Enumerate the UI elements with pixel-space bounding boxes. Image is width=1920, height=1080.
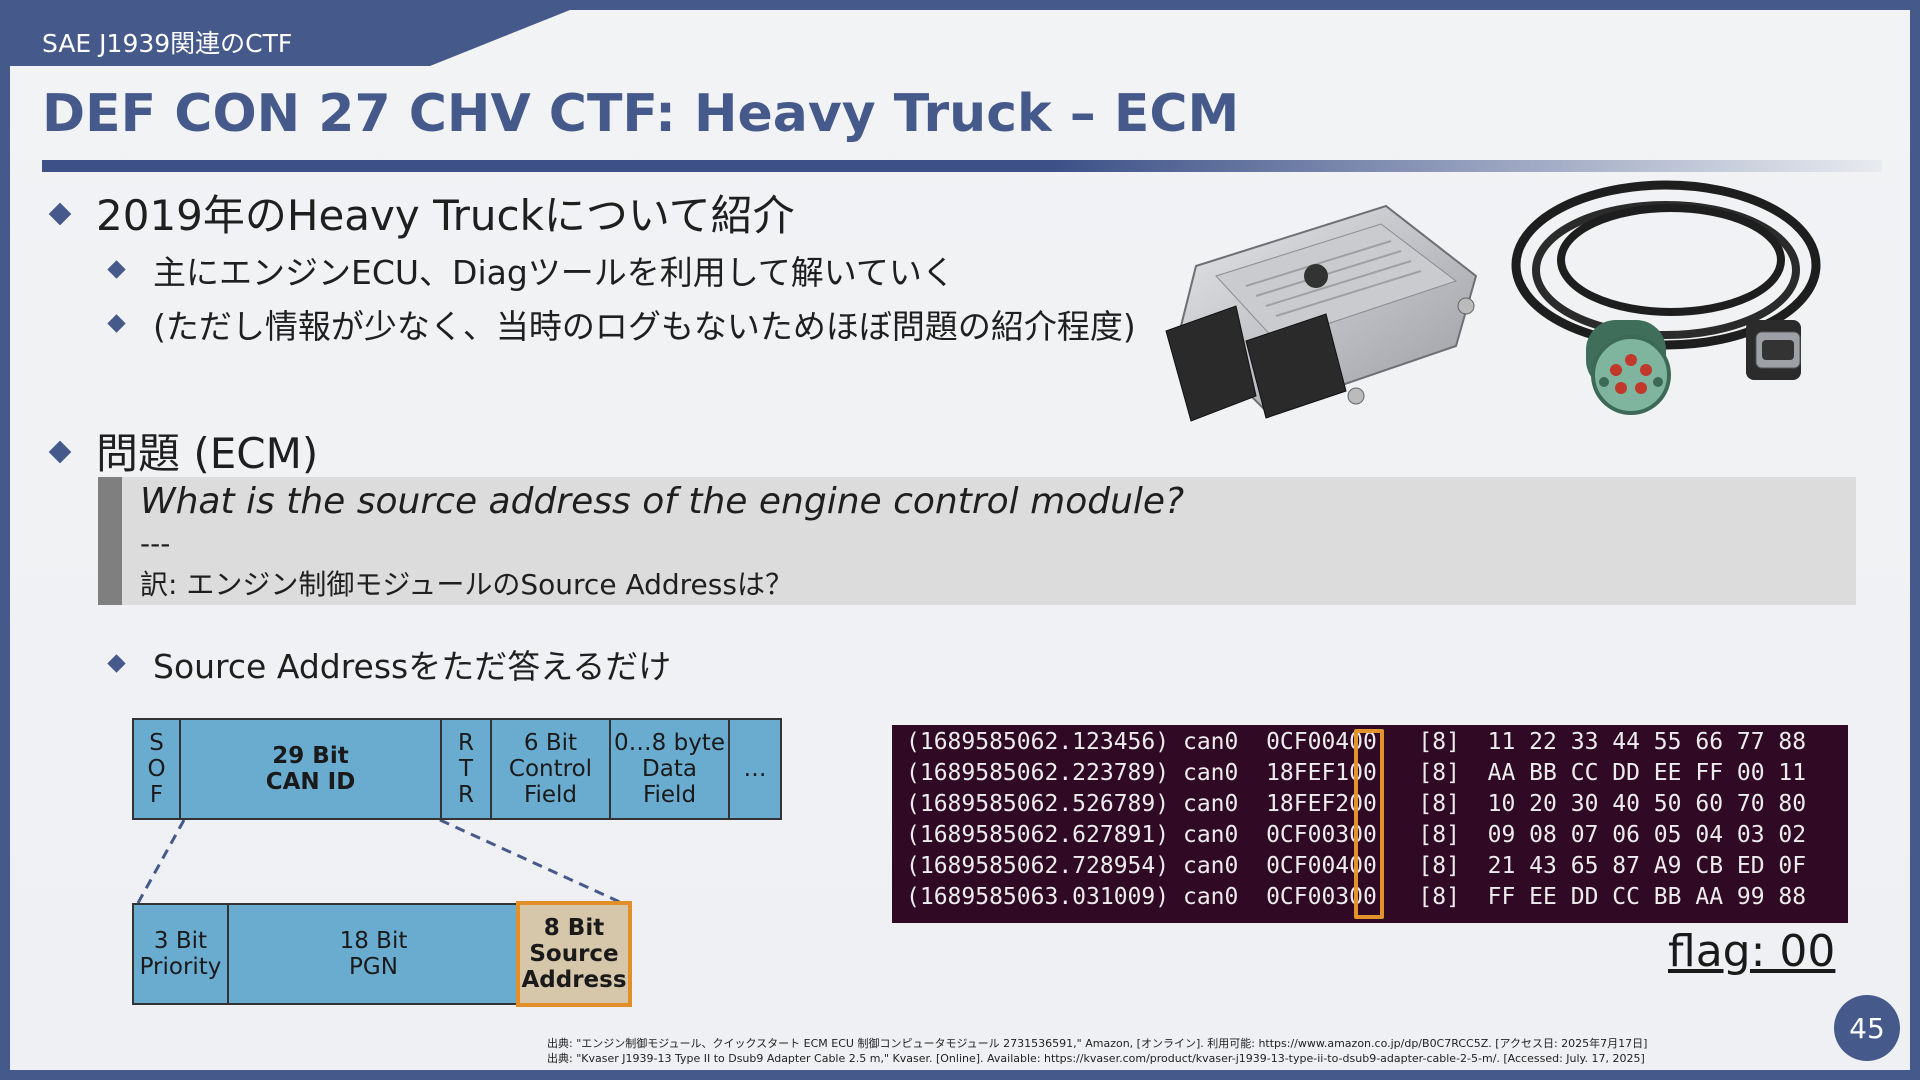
log-data-bytes: 11 22 33 44 55 66 77 88 [1487,729,1807,755]
page-number: 45 [1834,995,1900,1061]
section-label: SAE J1939関連のCTF [42,29,293,58]
log-timestamp: (1689585062.223789) [906,760,1170,786]
problem-quote-box: What is the source address of the engine… [98,477,1856,605]
log-length: [8] [1418,884,1460,910]
log-length: [8] [1418,729,1460,755]
log-interface: can0 [1182,853,1239,879]
intro-sub-bullet-1: 主にエンジンECU、Diagツールを利用して解いていく [153,253,955,292]
log-data-bytes: 09 08 07 06 05 04 03 02 [1487,822,1807,848]
log-can-id: 18FEF200 [1266,791,1377,817]
slide-body: SAE J1939関連のCTF DEF CON 27 CHV CTF: Heav… [10,10,1910,1070]
log-timestamp: (1689585062.526789) [906,791,1170,817]
ecu-module-image [1165,204,1478,422]
intro-bullet: 2019年のHeavy Truckについて紹介 [96,191,795,240]
log-row: (1689585062.728954) can0 0CF00400 [8] 21… [906,851,1806,881]
field-more: … [728,718,782,820]
flag-answer: flag: 00 [1668,926,1836,977]
log-timestamp: (1689585062.627891) [906,822,1170,848]
question-english: What is the source address of the engine… [140,481,1185,522]
log-length: [8] [1418,760,1460,786]
log-row: (1689585063.031009) can0 0CF00300 [8] FF… [906,882,1806,912]
log-data-bytes: 21 43 65 87 A9 CB ED 0F [1487,853,1807,879]
problem-bullet: 問題 (ECM) [96,429,319,478]
can-log-terminal: (1689585062.123456) can0 0CF00400 [8] 11… [892,725,1848,923]
log-timestamp: (1689585063.031009) [906,884,1170,910]
slide-title: DEF CON 27 CHV CTF: Heavy Truck – ECM [42,84,1240,144]
log-data-bytes: FF EE DD CC BB AA 99 88 [1487,884,1807,910]
diag-cable-image [1511,180,1821,415]
log-interface: can0 [1182,729,1239,755]
log-length: [8] [1418,791,1460,817]
log-row: (1689585062.627891) can0 0CF00300 [8] 09… [906,820,1806,850]
log-interface: can0 [1182,791,1239,817]
citation-1: 出典: "エンジン制御モジュール、クイックスタート ECM ECU 制御コンピュ… [547,1037,1648,1050]
citation-2: 出典: "Kvaser J1939-13 Type II to Dsub9 Ad… [547,1052,1645,1065]
log-data-bytes: 10 20 30 40 50 60 70 80 [1487,791,1807,817]
section-tab: SAE J1939関連のCTF [10,10,570,66]
log-can-id: 0CF00400 [1266,729,1377,755]
log-row: (1689585062.223789) can0 18FEF100 [8] AA… [906,758,1806,788]
source-address-highlight [1354,729,1384,919]
problem-sub-bullet: Source Addressをただ答えるだけ [153,647,672,686]
intro-sub-bullet-2: (ただし情報が少なく、当時のログもないためほぼ問題の紹介程度) [153,307,1136,346]
log-timestamp: (1689585062.123456) [906,729,1170,755]
log-interface: can0 [1182,884,1239,910]
log-data-bytes: AA BB CC DD EE FF 00 11 [1487,760,1807,786]
log-interface: can0 [1182,760,1239,786]
title-underline [42,160,1882,172]
question-japanese: 訳: エンジン制御モジュールのSource Addressは？ [140,568,793,601]
log-interface: can0 [1182,822,1239,848]
log-length: [8] [1418,822,1460,848]
quote-bar [98,477,122,605]
log-timestamp: (1689585062.728954) [906,853,1170,879]
question-separator: --- [140,527,171,560]
log-can-id: 0CF00300 [1266,884,1377,910]
log-can-id: 18FEF100 [1266,760,1377,786]
log-can-id: 0CF00400 [1266,853,1377,879]
log-length: [8] [1418,853,1460,879]
log-row: (1689585062.123456) can0 0CF00400 [8] 11… [906,727,1806,757]
log-can-id: 0CF00300 [1266,822,1377,848]
log-row: (1689585062.526789) can0 18FEF200 [8] 10… [906,789,1806,819]
